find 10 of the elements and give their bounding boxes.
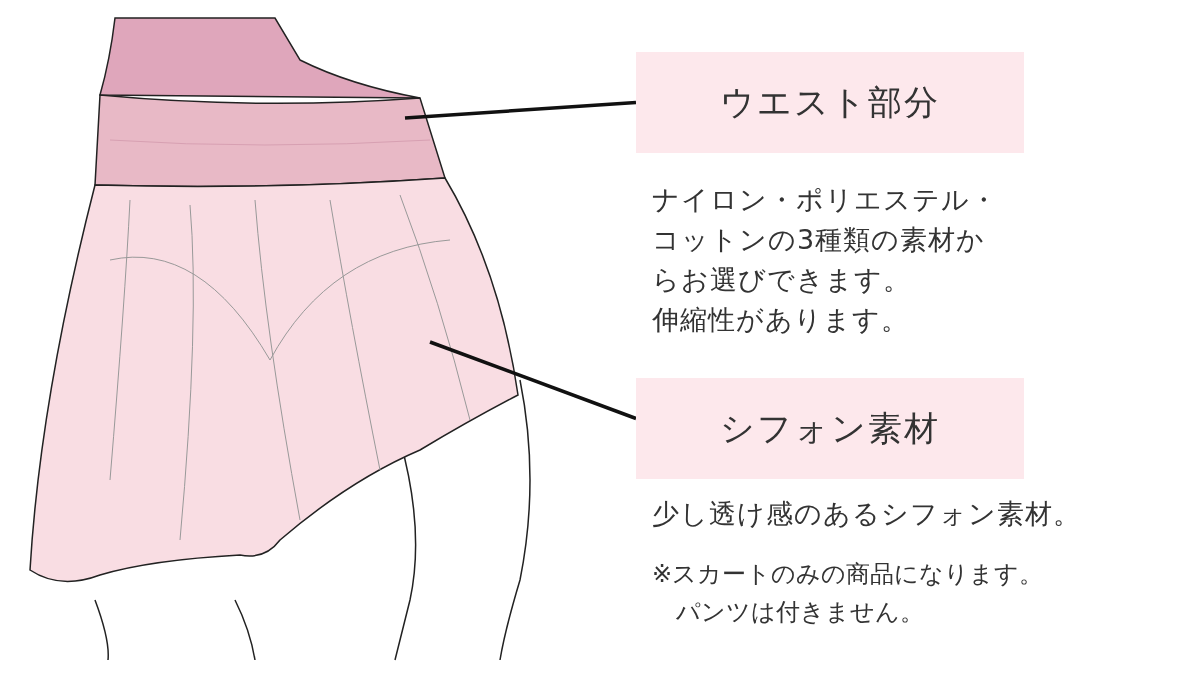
note-text: ※スカートのみの商品になります。パンツは付きません。 (652, 559, 1045, 628)
chiffon-skirt-part (29, 177, 519, 583)
description-text: ナイロン・ポリエステル・コットンの3種類の素材からお選びできます。 (652, 183, 999, 297)
callout-heading-box: ウエスト部分 (636, 52, 1024, 153)
description-text: 伸縮性があります。 (652, 303, 910, 337)
description-text: 少し透け感のあるシフォン素材。 (652, 497, 1082, 531)
leader-line (404, 100, 637, 120)
callout-heading-box: シフォン素材 (636, 378, 1024, 479)
leader-line (429, 340, 637, 421)
waistband-part (94, 94, 446, 188)
